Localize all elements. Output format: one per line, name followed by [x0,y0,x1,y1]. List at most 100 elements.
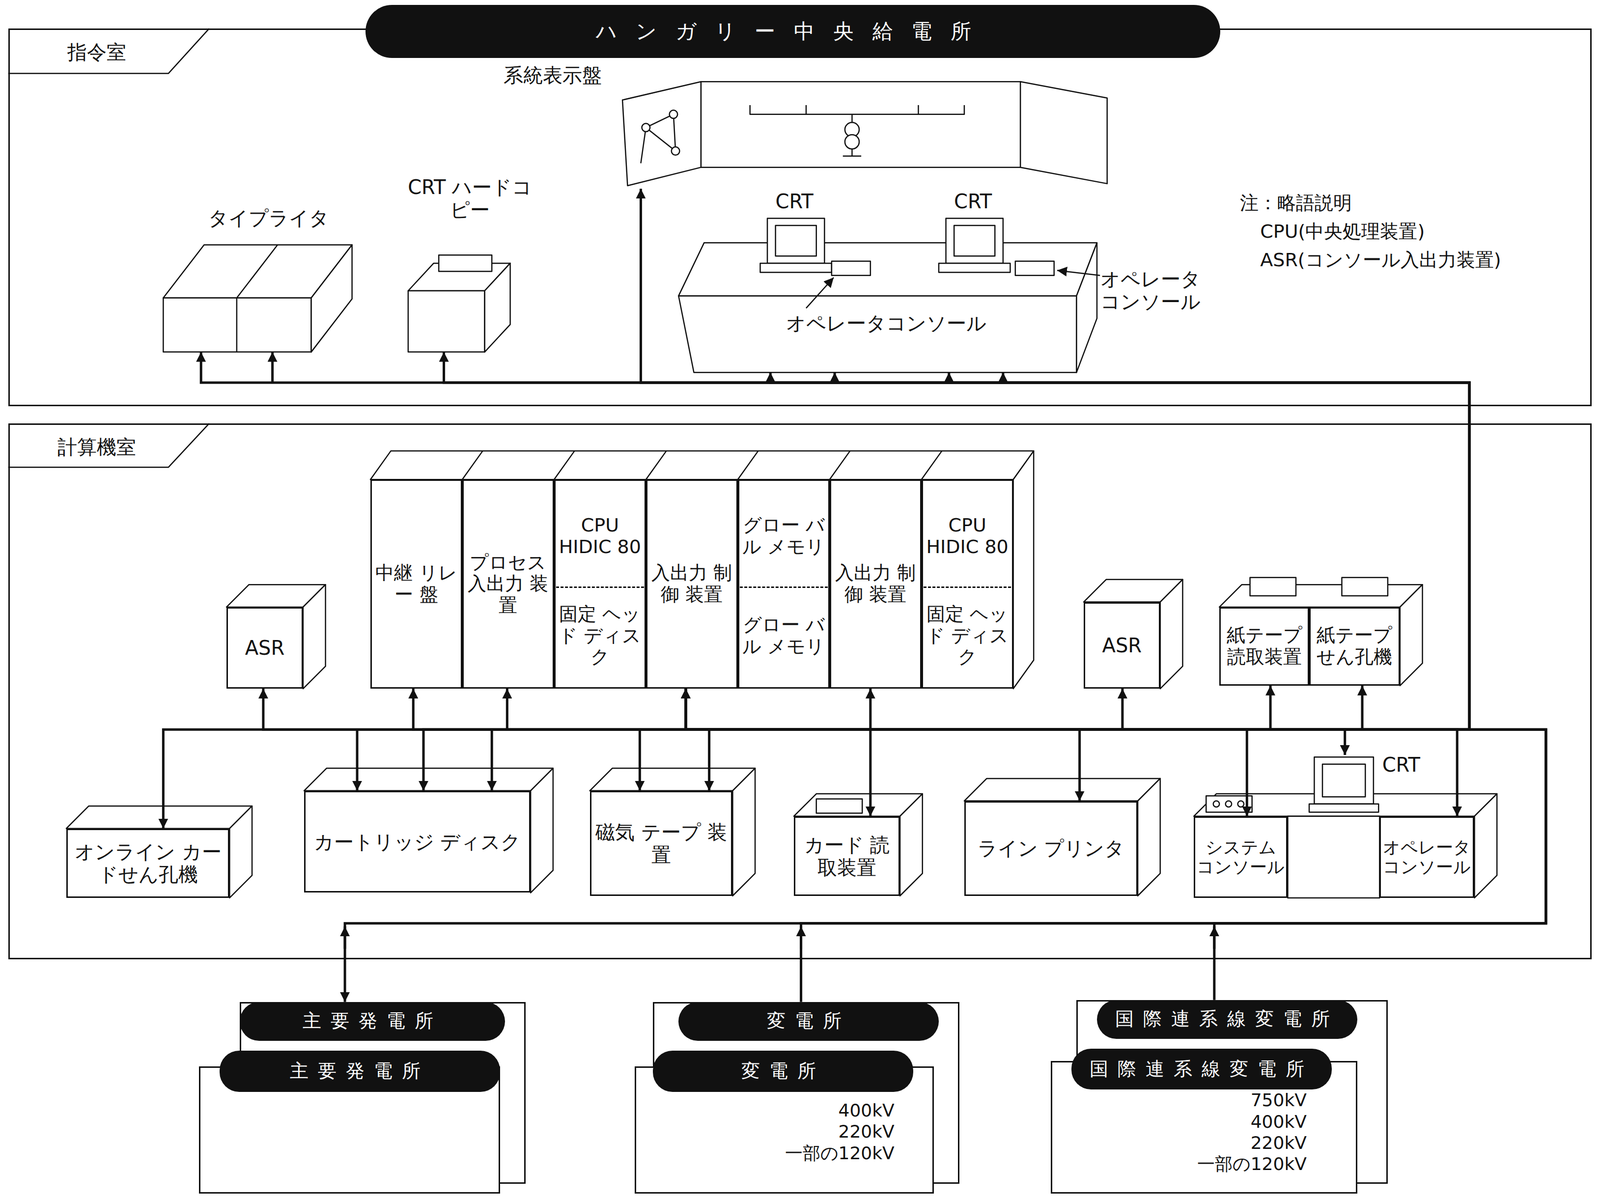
node-label: グロー バル メモリ [739,586,828,684]
drawing-stroke [701,81,1021,168]
drawing-stroke [1250,577,1296,596]
bus-connector [506,688,686,730]
drawing-stroke [1057,270,1100,276]
rack-cabinet: 中継 リレー 盤 [370,479,463,689]
box-top [304,768,554,791]
drawing-stroke [842,155,862,158]
drawing-stroke [1015,261,1055,276]
asr-unit: ASR [226,607,304,689]
node-label: 入出力 制御 装置 [647,562,737,606]
node-label: 紙テープ せん孔機 [1310,624,1399,668]
bus-connector [685,688,710,791]
drawing-stroke [236,298,238,353]
node-label: 指令室 [20,34,174,70]
bus-connector [685,688,1346,756]
bus-connector [200,352,1470,730]
drawing-stroke [408,290,485,353]
drawing-stroke [917,105,920,115]
drawing-stroke [530,768,554,893]
node-label: オペレータコンソール [738,307,1035,338]
station-box: 変電所400kV 220kV 一部の120kV [634,1066,934,1195]
drawing-stroke [311,245,353,353]
bus-connector [685,372,1470,730]
station-header: 主要発電所 [219,1050,501,1092]
operator-desk: オペレータコンソール オペレータ コンソール CRT CRT [678,188,1215,373]
drawing-stroke [844,134,860,149]
drawing-stroke [622,81,702,186]
note-text: 注：略語説明 [1239,192,1352,215]
rack-cabinet: 入出力 制御 装置 [645,479,738,689]
bus-connector [685,688,1080,802]
rack-cabinet: 入出力 制御 装置 [829,479,922,689]
magnetic-tape: 磁気 テープ 装置 [589,790,733,897]
box-top [589,768,756,791]
drawing-stroke [490,729,494,791]
bus-connector [685,685,1363,730]
crt-monitor: CRT [758,187,830,216]
drawing-stroke [1225,801,1232,808]
station-box: 国際連系線変電所750kV 400kV 220kV 一部の120kV [1050,1061,1357,1194]
drawing-stroke [1137,778,1161,897]
drawing-stroke [946,218,1004,264]
node-label: ハンガリー中央給電所 [595,19,990,44]
rack-cabinet: プロセス 入出力 装置 [462,479,555,689]
drawing-stroke [1309,804,1379,813]
bus-connector [423,688,686,791]
bus-connector [413,688,686,730]
drawing-stroke [554,450,575,480]
node-label: グロー バル メモリ [739,487,828,585]
drawing-stroke [671,146,680,156]
system-console: システム コンソール [1193,816,1288,899]
node-label: 固定 ヘッド ディスク [556,586,645,684]
drawing-stroke [947,372,951,383]
node-label: CRT [1382,749,1444,781]
hardcopy-unit: CRT ハードコピー [402,169,546,353]
equipment-drawing [8,28,1498,950]
drawing-stroke [638,729,642,791]
drawing-stroke [229,806,253,899]
crt-monitor: CRT [1287,755,1380,899]
drawing-stroke [1020,81,1108,184]
drawing-stroke [851,148,853,157]
drawing-stroke [1206,795,1252,813]
asr-unit: ASR [1083,602,1161,690]
drawing-stroke [642,123,651,132]
drawing-stroke [1474,793,1498,899]
drawing-stroke [462,450,483,480]
drawing-stroke [899,793,923,897]
drawing-stroke [759,263,832,273]
crt-monitor: CRT [937,187,1009,216]
node-label: ASR [245,636,285,660]
drawing-stroke [732,768,756,897]
note-text: CPU(中央処理装置) [1260,220,1425,244]
drawing-stroke [833,372,837,383]
bus-connector [685,685,1271,730]
drawing-stroke [805,105,808,115]
drawing-stroke [1001,372,1005,383]
station-header: 国際連系線変電所 [1096,1000,1358,1039]
line-printer: ライン プリンタ [964,801,1138,897]
room-region: 計算機室中継 リレー 盤プロセス 入出力 装置CPU HIDIC 80固定 ヘッ… [8,423,1593,960]
card-reader: カード 読取装置 [793,816,900,897]
bus-connector [444,352,1470,730]
bus-connector [685,688,1546,1001]
center-banner: ハンガリー中央給電所 [365,4,1221,58]
node-label: 中継 リレー 盤 [371,562,461,606]
cartridge-disk: カートリッジ ディスク [304,790,531,894]
drawing-stroke [678,242,1097,296]
node-label: 計算機室 [20,429,174,465]
node-label: 入出力 制御 装置 [831,562,921,606]
bus-connector [685,688,1458,817]
drawing-stroke [829,450,851,480]
typewriter: タイプライタ [153,203,358,352]
bus-connector [869,688,872,817]
drawing-stroke [767,218,825,264]
drawing-stroke [303,584,326,689]
node-label: オペレータ コンソール [1100,261,1213,319]
station-box: 主要発電所 [198,1066,501,1195]
node-label: ASR [1102,634,1143,657]
node-label: 固定 ヘッド ディスク [923,586,1012,684]
node-label: 750kV 400kV 220kV 一部の120kV [1197,1089,1307,1175]
bus-connector [263,688,686,730]
